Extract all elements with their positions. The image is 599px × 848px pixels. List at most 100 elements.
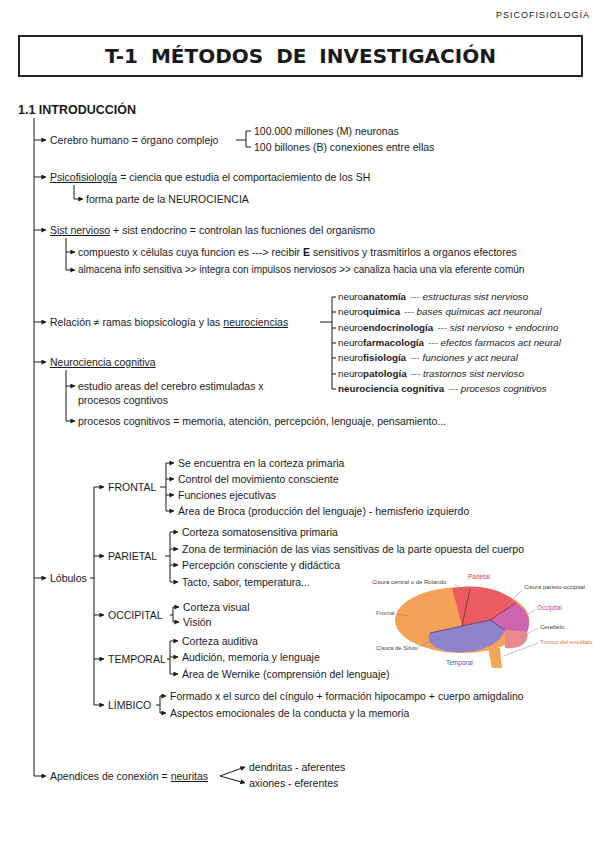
note-text: PARIETAL <box>108 549 157 563</box>
text-row: neurofarmacología--- efectos farmacos ac… <box>338 336 561 350</box>
text-row: Formado x el surco del cíngulo + formaci… <box>170 689 524 703</box>
figure-label: Cisura de Silvio <box>376 644 418 652</box>
text-row: Cerebro humano = órgano complejo <box>50 133 218 147</box>
text-row: neurociencia cognitiva--- procesos cogni… <box>338 382 547 396</box>
note-text: dendritas - aferentes <box>249 760 345 774</box>
bracket-line <box>170 549 178 550</box>
bracket-line <box>74 185 83 199</box>
text-row: Tronco del encéfalo <box>540 638 592 646</box>
text-row: Se encuentra en la corteza primaria <box>178 456 344 470</box>
bracket-line <box>166 511 174 512</box>
note-text: farmacología <box>363 336 424 350</box>
text-row: Audición, memoria y lenguaje <box>182 650 320 664</box>
bracket-line <box>320 322 332 323</box>
bracket-line <box>156 705 160 706</box>
bracket-line <box>246 131 247 147</box>
note-text: Aspectos emocionales de la conducta y la… <box>170 706 409 720</box>
bracket-line <box>166 479 174 480</box>
note-text: Se encuentra en la corteza primaria <box>178 456 344 470</box>
note-text: Lóbulos <box>50 571 87 585</box>
note-text: sensitivos y trasmitirlos a organos efec… <box>313 245 517 259</box>
text-row: Cisura central o de Rolando <box>372 578 446 586</box>
note-text: Funciones ejecutivas <box>178 488 276 502</box>
note-text: + sist endocrino = controlan las fucnion… <box>113 223 375 237</box>
note-text: Corteza auditiva <box>182 634 258 648</box>
text-row: forma parte de la NEUROCIENCIA <box>86 192 249 206</box>
text-row: Frontal <box>376 609 395 617</box>
bracket-line <box>332 328 336 329</box>
bracket-line <box>220 767 245 776</box>
bracket-line <box>220 776 245 783</box>
bracket-line <box>34 140 46 141</box>
note-text: 100 billones (B) conexiones entre ellas <box>254 140 434 154</box>
text-row: PARIETAL <box>108 549 157 563</box>
bracket-line <box>94 487 95 705</box>
figure-label: Frontal <box>376 609 395 617</box>
figure-label: Cisura parieto-occipital <box>524 583 585 591</box>
note-text: --- funciones y act neural <box>410 351 518 365</box>
note-text: fisiología <box>363 351 406 365</box>
bracket-line <box>34 322 46 323</box>
note-text: Área de Wernike (comprensión del lenguaj… <box>182 667 390 681</box>
text-row: 100.000 millones (M) neuronas <box>254 124 399 138</box>
note-text: Visión <box>183 615 211 629</box>
bracket-line <box>66 370 67 421</box>
note-text: estudio areas del cerebro estimuladas x … <box>78 380 264 406</box>
bracket-line <box>166 495 174 496</box>
note-text: Área de Broca (producción del lenguaje) … <box>178 504 469 518</box>
note-text: neuritas <box>171 769 208 783</box>
text-row: neuroendocrinología--- sist nervioso + e… <box>338 321 558 335</box>
text-row: Occipital <box>537 604 562 612</box>
note-text: procesos cognitivos = memoria, atención,… <box>78 414 446 428</box>
figure-label: Cisura central o de Rolando <box>372 578 446 586</box>
note-text: neurociencias <box>223 315 288 329</box>
bracket-line <box>66 252 75 253</box>
figure-label: Temporal <box>446 659 473 667</box>
note-text: Neurociencia cognitiva <box>50 355 156 369</box>
note-text: Percepción consciente y didáctica <box>182 558 340 572</box>
note-text: neuro <box>338 367 363 381</box>
bracket-line <box>332 312 336 313</box>
note-text: compuesto x células cuya funcion es --->… <box>78 245 300 259</box>
title-text: T-1 MÉTODOS DE INVESTIGACIÓN <box>105 44 496 68</box>
bracket-line <box>94 556 104 557</box>
bracket-line <box>167 659 170 660</box>
note-text: neuro <box>338 351 363 365</box>
note-text: Corteza somatosensitiva primaria <box>182 525 338 539</box>
text-row: Parietal <box>468 573 490 581</box>
text-row: almacena info sensitiva >> integra con i… <box>78 263 524 277</box>
bracket-line <box>94 705 104 706</box>
bracket-line <box>170 615 173 616</box>
text-row: Aspectos emocionales de la conducta y la… <box>170 706 409 720</box>
note-text: 100.000 millones (M) neuronas <box>254 124 399 138</box>
note-text: Cerebro humano = órgano complejo <box>50 133 218 147</box>
bracket-line <box>236 140 246 141</box>
bracket-line <box>94 615 104 616</box>
bracket-line <box>34 362 46 363</box>
note-text: neuro <box>338 336 363 350</box>
note-text: neurociencia cognitiva <box>338 382 444 396</box>
note-text: Corteza visual <box>183 600 250 614</box>
note-text: axiones - eferentes <box>249 776 338 790</box>
note-text: --- bases químicas act neuronal <box>404 305 541 319</box>
bracket-line <box>34 230 46 231</box>
bracket-line <box>66 238 67 270</box>
note-text: Zona de terminación de las vias sensitiv… <box>182 542 524 556</box>
bracket-line <box>246 147 251 148</box>
text-row: Control del movimiento consciente <box>178 472 339 486</box>
text-row: Tacto, sabor, temperatura... <box>182 575 310 589</box>
figure-label: Cerebelo <box>540 623 564 631</box>
brain-illustration <box>395 585 538 668</box>
bracket-line <box>160 713 166 714</box>
note-text: almacena info sensitiva >> integra con i… <box>78 263 524 277</box>
text-row: neuropatología--- trastornos sist nervio… <box>338 367 524 381</box>
bracket-line <box>332 358 336 359</box>
bracket-line <box>332 389 336 390</box>
note-text: química <box>363 305 400 319</box>
text-row: Lóbulos <box>50 571 87 585</box>
bracket-line <box>170 582 178 583</box>
text-row: neuroanatomía--- estructuras sist nervio… <box>338 290 528 304</box>
text-row: Corteza visual <box>183 600 250 614</box>
text-row: Funciones ejecutivas <box>178 488 276 502</box>
text-row: axiones - eferentes <box>249 776 338 790</box>
